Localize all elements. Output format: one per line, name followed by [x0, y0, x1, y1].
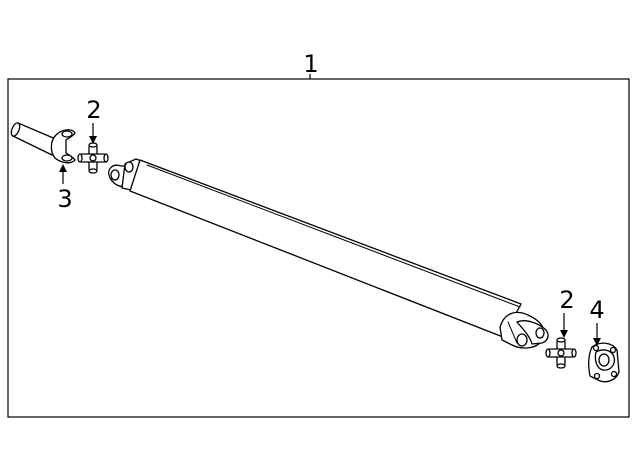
part-4-companion-flange — [588, 342, 620, 383]
part-3-stub-shaft-yoke — [10, 122, 76, 164]
assembly-frame — [7, 78, 630, 418]
callout-2-right: 2 — [559, 286, 574, 314]
callout-2-left: 2 — [86, 96, 101, 124]
callout-4: 4 — [589, 296, 604, 324]
callout-3: 3 — [57, 185, 72, 213]
part-2-universal-joint-left — [77, 142, 109, 174]
part-1-drive-shaft — [108, 158, 549, 349]
part-2-universal-joint-right — [545, 337, 577, 369]
callout-1: 1 — [303, 50, 318, 78]
